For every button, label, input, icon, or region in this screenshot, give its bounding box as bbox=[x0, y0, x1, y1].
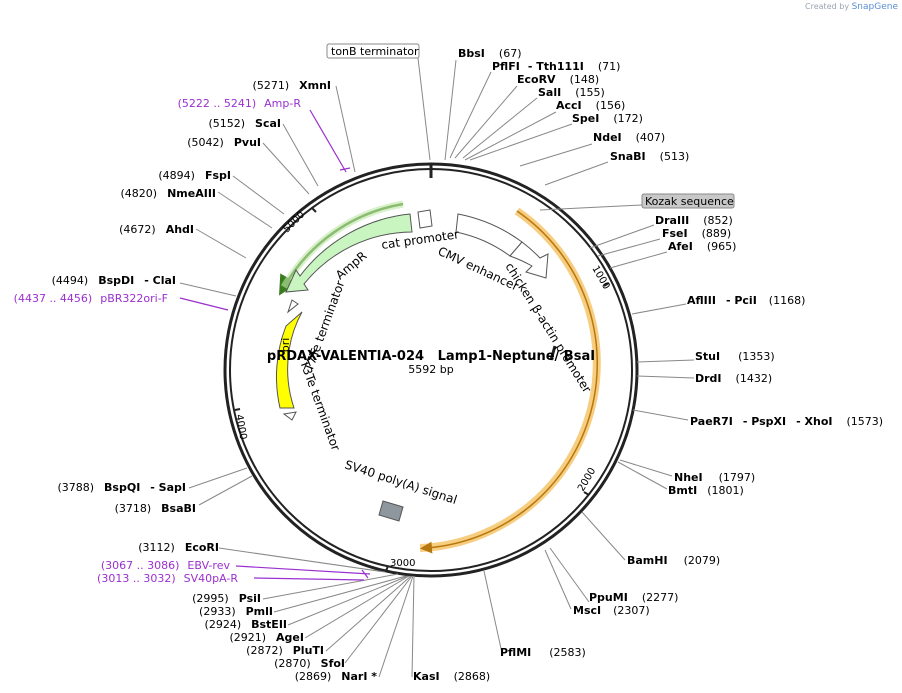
t7te-terminator-feature[interactable] bbox=[286, 299, 299, 314]
plasmid-length: 5592 bp bbox=[408, 363, 453, 376]
primer-ebv-rev[interactable]: (3067 .. 3086)EBV-rev bbox=[101, 559, 231, 572]
kozak-leader bbox=[539, 204, 643, 211]
site-pluti[interactable]: (2872)PluTI bbox=[246, 644, 324, 657]
site-stui[interactable]: StuI(1353) bbox=[695, 350, 775, 363]
site-sali[interactable]: SalI(155) bbox=[538, 86, 605, 99]
kozak-sequence-box[interactable] bbox=[641, 193, 735, 209]
orf-lamp1-neptune-line bbox=[420, 210, 599, 554]
ampr-orf-halo bbox=[280, 200, 404, 289]
site-sfoi[interactable]: (2870)SfoI bbox=[274, 657, 345, 670]
sv40-polya-feature[interactable] bbox=[378, 500, 404, 522]
site-acci[interactable]: AccI(156) bbox=[556, 99, 625, 112]
site-nhei[interactable]: NheI(1797) bbox=[674, 471, 755, 484]
tick-label-4000: 4000 bbox=[233, 414, 248, 441]
site-bmti[interactable]: BmtI(1801) bbox=[668, 484, 744, 497]
site-labels: BbsI(67) PflFI- Tth111I(71) EcoRV(148) S… bbox=[52, 47, 883, 683]
tick-label-2000: 2000 bbox=[576, 466, 598, 494]
site-draiii[interactable]: DraIII(852) bbox=[655, 214, 733, 227]
site-kasi[interactable]: KasI(2868) bbox=[413, 670, 490, 683]
site-bspqi[interactable]: (3788)BspQI- SapI bbox=[57, 481, 186, 494]
snapgene-logo-text: SnapGene bbox=[851, 2, 898, 12]
site-fsei[interactable]: FseI(889) bbox=[662, 227, 731, 240]
t3te-terminator-label: T3Te terminator bbox=[297, 357, 343, 452]
site-ecori[interactable]: (3112)EcoRI bbox=[138, 541, 219, 554]
t3te-terminator-feature[interactable] bbox=[282, 411, 297, 421]
site-bamhi[interactable]: BamHI(2079) bbox=[627, 554, 720, 567]
site-bbsi[interactable]: BbsI(67) bbox=[458, 47, 522, 60]
site-paer7i[interactable]: PaeR7I- PspXI- XhoI(1573) bbox=[690, 415, 883, 428]
site-snabi[interactable]: SnaBI(513) bbox=[610, 150, 689, 163]
credit-prefix: Created by bbox=[805, 2, 850, 11]
primer-labels: (5222 .. 5241)Amp-R (4437 .. 4456)pBR322… bbox=[14, 97, 302, 585]
tonb-terminator-box[interactable] bbox=[326, 43, 420, 59]
cat-promoter-feature[interactable] bbox=[417, 209, 433, 229]
site-bsabi[interactable]: (3718)BsaBI bbox=[115, 502, 196, 515]
site-spei[interactable]: SpeI(172) bbox=[572, 112, 643, 125]
site-agei[interactable]: (2921)AgeI bbox=[229, 631, 304, 644]
site-afliii[interactable]: AflIII- PciI(1168) bbox=[687, 294, 805, 307]
tick-label-5000: 5000 bbox=[281, 209, 307, 235]
site-msci[interactable]: MscI(2307) bbox=[573, 604, 650, 617]
site-nari[interactable]: (2869)NarI * bbox=[295, 670, 378, 683]
cmv-enhancer-feature[interactable] bbox=[455, 213, 523, 257]
site-pmli[interactable]: (2933)PmlI bbox=[199, 605, 273, 618]
kozak-sequence-label: Kozak sequence bbox=[645, 195, 734, 208]
site-pflmi[interactable]: PflMI(2583) bbox=[500, 646, 586, 659]
site-scai[interactable]: (5152)ScaI bbox=[208, 117, 281, 130]
plasmid-title: pRDAX-VALENTIA-024 Lamp1-Neptune/ BsaI bbox=[267, 349, 595, 364]
primer-pbr322ori-f[interactable]: (4437 .. 4456)pBR322ori-F bbox=[14, 292, 168, 305]
ori-label: ori bbox=[279, 338, 292, 352]
primer-lines bbox=[179, 109, 371, 581]
leader-lines bbox=[179, 59, 695, 678]
chicken-actin-promoter-feature[interactable] bbox=[509, 241, 549, 279]
tick-label-3000: 3000 bbox=[390, 558, 415, 569]
primer-amp-r[interactable]: (5222 .. 5241)Amp-R bbox=[178, 97, 302, 110]
site-pflfi[interactable]: PflFI- Tth111I(71) bbox=[492, 60, 620, 73]
site-bsteii[interactable]: (2924)BstEII bbox=[205, 618, 287, 631]
site-ahdi[interactable]: (4672)AhdI bbox=[119, 223, 194, 236]
site-pvui[interactable]: (5042)PvuI bbox=[187, 136, 261, 149]
tonb-leader bbox=[417, 57, 431, 161]
tick-marks bbox=[234, 207, 610, 572]
ori-feature[interactable] bbox=[276, 311, 303, 409]
site-ecorv[interactable]: EcoRV(148) bbox=[517, 73, 599, 86]
sv40-polya-label: SV40 poly(A) signal bbox=[343, 458, 459, 508]
site-bspdi[interactable]: (4494)BspDI- ClaI bbox=[52, 274, 176, 287]
site-drdi[interactable]: DrdI(1432) bbox=[695, 372, 772, 385]
tick-label-1000: 1000 bbox=[589, 264, 611, 292]
snapgene-credit: Created by SnapGene bbox=[805, 2, 898, 12]
site-ppumi[interactable]: PpuMI(2277) bbox=[589, 591, 678, 604]
site-xmni[interactable]: (5271)XmnI bbox=[253, 79, 331, 92]
ampr-feature[interactable] bbox=[285, 213, 413, 293]
site-ndei[interactable]: NdeI(407) bbox=[593, 131, 665, 144]
primer-sv40pa-r[interactable]: (3013 .. 3032)SV40pA-R bbox=[97, 572, 238, 585]
tonb-terminator-label: tonB terminator bbox=[331, 45, 419, 58]
site-fspi[interactable]: (4894)FspI bbox=[158, 169, 231, 182]
site-afei[interactable]: AfeI(965) bbox=[668, 240, 736, 253]
site-nmeaiii[interactable]: (4820)NmeAIII bbox=[121, 187, 217, 200]
site-mark-bsai bbox=[549, 345, 557, 361]
site-psii[interactable]: (2995)PsiI bbox=[192, 592, 261, 605]
